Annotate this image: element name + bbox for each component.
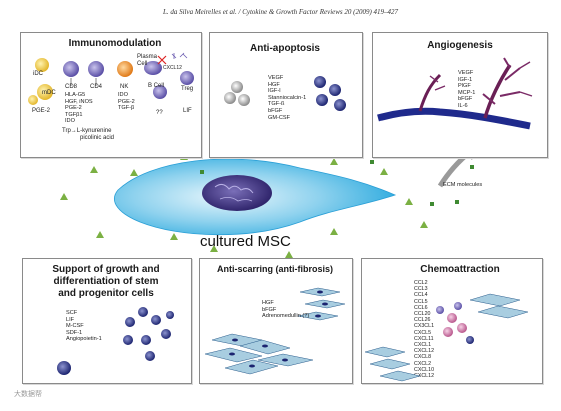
panel-angiogenesis <box>372 32 548 158</box>
cd8-label: CD8 <box>65 84 78 90</box>
cd4-label: CD4 <box>90 84 103 90</box>
treg-label: Treg <box>181 86 194 92</box>
angiogenesis-title: Angiogenesis <box>427 40 493 51</box>
nk-cell-icon <box>117 61 133 77</box>
pge2-left-label: PGE-2 <box>32 108 51 114</box>
b-cell-label: B Cell <box>148 83 165 89</box>
support-title: Support of growth and differentiation of… <box>52 264 160 299</box>
cxcl12-label: CXCL12 <box>163 65 182 71</box>
kynurenine-label: Trp→L-kynurenine <box>62 128 112 134</box>
mdc-label: mDC <box>42 90 56 96</box>
chemoattraction-factor-list: CCL2 CCL3 CCL4 CCL5 CCL6 CCL20 CCL26 CX3… <box>414 280 435 380</box>
idc-label: iDC <box>33 71 43 77</box>
cd4-cell-icon <box>88 61 104 77</box>
plasma-cell-icon <box>144 61 162 75</box>
anti-scarring-title: Anti-scarring (anti-fibrosis) <box>216 264 333 274</box>
immuno-factor-list: HLA-G5 HGF, iNOS PGE-2 TGFβ1 IDO <box>65 92 93 125</box>
idc-cell-icon <box>35 58 49 72</box>
ecm-molecules-label: ECM molecules <box>443 182 483 188</box>
cultured-msc-label: cultured MSC <box>200 233 291 250</box>
msc-nucleus <box>202 175 272 211</box>
plasma-cell-label: Plasma Cell <box>137 54 158 67</box>
chemoattraction-title: Chemoattraction <box>420 264 500 275</box>
anti-apoptosis-factor-list: VEGF HGF IGF-I Stanniocalcin-1 TGF-ß bFG… <box>268 75 307 121</box>
nk-factor-list: IDO PGE-2 TGF-β <box>118 92 135 112</box>
watermark-text: 大数据帮 <box>14 391 42 398</box>
panel-support-stem-cells <box>22 258 192 384</box>
nk-label: NK <box>120 84 129 90</box>
anti-scarring-factor-list: HGF bFGF Adrenomedullin (?) <box>262 300 310 320</box>
cxcl12-block-icon <box>157 55 167 65</box>
anti-apoptosis-title: Anti-apoptosis <box>250 43 320 54</box>
cd8-cell-icon <box>63 61 79 77</box>
lif-label: LIF <box>183 108 192 114</box>
journal-header: L. da Silva Meirelles et al. / Cytokine … <box>162 8 399 16</box>
immunomodulation-title: Immunomodulation <box>68 38 162 49</box>
progenitor-cell-icon <box>57 361 71 375</box>
treg-cell-icon <box>180 71 194 85</box>
picolinic-acid-label: picolinic acid <box>80 135 115 141</box>
blood-vessel-icon <box>377 107 531 130</box>
bcell-unknown-label: ?? <box>156 110 163 116</box>
mdc-cell-icon <box>37 84 53 100</box>
angiogenesis-factor-list: VEGF IGF-1 PlGF MCP-1 bFGF IL-6 <box>458 70 476 109</box>
b-cell-icon <box>153 85 167 99</box>
support-factor-list: SCF LIF M-CSF SDF-1 Angiopoietin-1 <box>66 310 102 343</box>
